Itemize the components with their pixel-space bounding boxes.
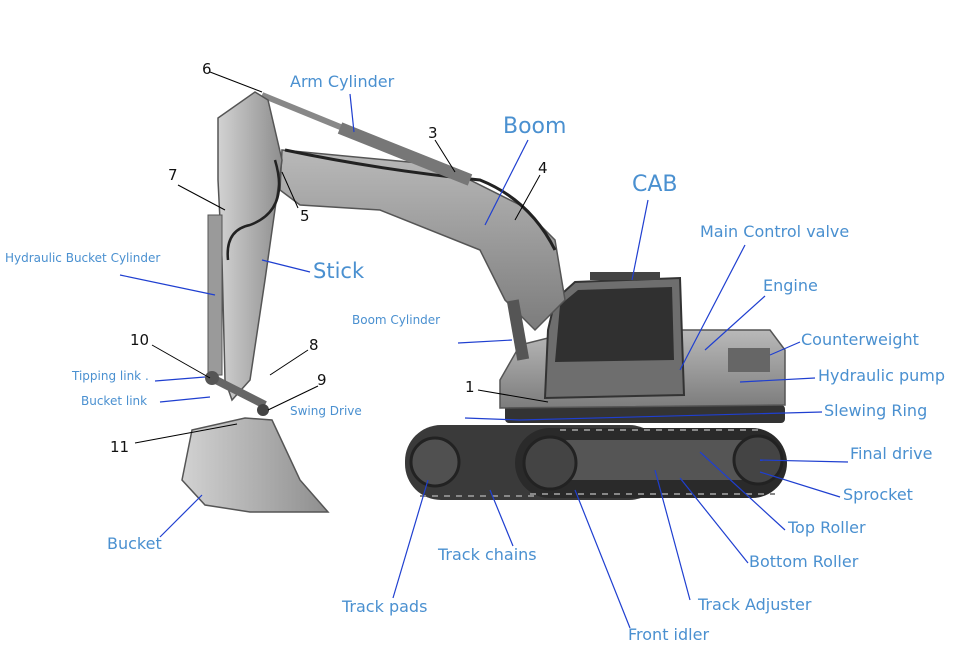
label-track-chains: Track chains: [438, 545, 537, 564]
label-tipping-link: Tipping link .: [72, 369, 149, 383]
label-slewing-ring: Slewing Ring: [824, 401, 928, 420]
label-arm-cylinder: Arm Cylinder: [290, 72, 395, 91]
label-hydraulic-bucket-cylinder: Hydraulic Bucket Cylinder: [5, 251, 161, 265]
callout-7: 7: [168, 166, 178, 184]
label-sprocket: Sprocket: [843, 485, 913, 504]
label-leader-lines: [119, 93, 849, 629]
label-engine: Engine: [763, 276, 818, 295]
callout-4: 4: [538, 159, 548, 177]
label-stick: Stick: [313, 259, 365, 283]
linkage: [210, 374, 267, 409]
callout-8: 8: [309, 336, 319, 354]
rear-idler-wheel: [409, 436, 461, 488]
swing-pin: [257, 404, 269, 416]
label-track-pads: Track pads: [342, 597, 428, 616]
label-bucket-link: Bucket link: [81, 394, 148, 408]
link-pin: [205, 371, 219, 385]
callout-9: 9: [317, 371, 327, 389]
callout-3: 3: [428, 124, 438, 142]
boom-shape: [279, 149, 566, 332]
label-bucket: Bucket: [107, 534, 162, 553]
track-pad-pattern: [420, 429, 775, 497]
callout-11: 11: [110, 438, 130, 456]
arm-cylinder-barrel: [337, 122, 473, 186]
label-bottom-roller: Bottom Roller: [749, 552, 859, 571]
label-hydraulic-pump: Hydraulic pump: [818, 366, 945, 385]
bucket-shape: [181, 417, 330, 513]
callout-1: 1: [465, 378, 475, 396]
cab-window: [555, 287, 674, 362]
engine-grille: [728, 348, 770, 372]
upper-structure: [499, 272, 786, 423]
label-cab: CAB: [632, 172, 678, 197]
label-track-adjuster: Track Adjuster: [698, 595, 812, 614]
label-final-drive: Final drive: [850, 444, 933, 463]
callout-10: 10: [130, 331, 150, 349]
stick-hoses: [226, 159, 281, 261]
cab-roof-light: [590, 272, 660, 280]
label-top-roller: Top Roller: [788, 518, 866, 537]
callout-5: 5: [300, 207, 310, 225]
label-front-idler: Front idler: [628, 625, 710, 644]
front-idler-wheel: [522, 435, 578, 491]
undercarriage: [405, 425, 787, 500]
label-boom: Boom: [503, 114, 567, 139]
label-counterweight: Counterweight: [801, 330, 919, 349]
track-frame: [560, 440, 750, 480]
label-boom-cylinder: Boom Cylinder: [352, 313, 441, 327]
number-leader-lines: [134, 71, 549, 444]
label-main-control-valve: Main Control valve: [700, 222, 850, 241]
label-swing-drive: Swing Drive: [290, 404, 362, 418]
boom-cylinder-shape: [506, 299, 530, 361]
callout-6: 6: [202, 60, 212, 78]
